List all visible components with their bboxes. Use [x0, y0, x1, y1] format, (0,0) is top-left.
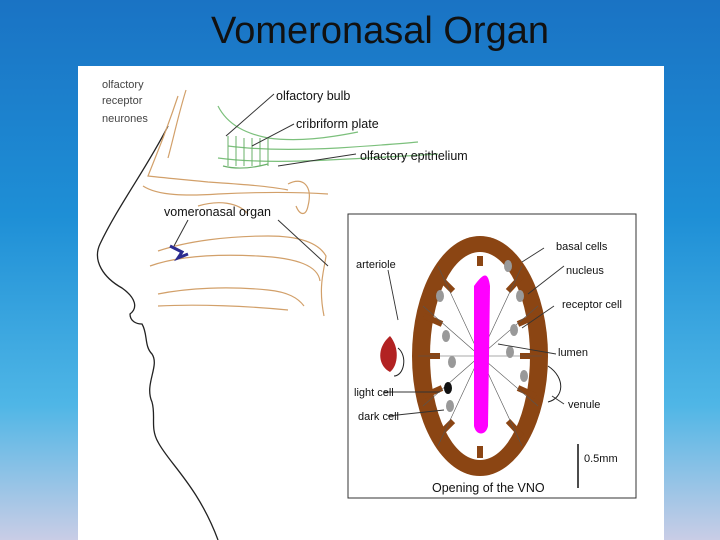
vno-lumen — [474, 275, 490, 434]
vno-inset: arteriole basal cells nucleus receptor c… — [347, 213, 637, 499]
label-arteriole: arteriole — [356, 259, 396, 271]
label-receptor-line3: neurones — [102, 113, 148, 125]
label-receptor-line2: receptor — [102, 95, 143, 107]
vno-pointer-lines — [384, 247, 565, 417]
label-venule: venule — [568, 399, 600, 411]
label-olfactory-epithelium: olfactory epithelium — [360, 149, 468, 163]
label-receptor-line1: olfactory — [102, 79, 144, 91]
venule-shape — [547, 365, 562, 403]
label-vomeronasal-organ: vomeronasal organ — [164, 205, 271, 219]
vno-caption: Opening of the VNO — [432, 481, 545, 495]
diagram-panel: olfactory receptor neurones olfactory bu… — [78, 66, 664, 540]
label-nucleus: nucleus — [566, 265, 604, 277]
slide-title: Vomeronasal Organ — [211, 10, 549, 52]
label-lumen: lumen — [558, 347, 588, 359]
label-cribriform-plate: cribriform plate — [296, 117, 379, 131]
diagram-canvas: olfactory receptor neurones olfactory bu… — [96, 79, 637, 540]
label-receptor-cell: receptor cell — [562, 299, 622, 311]
label-scale: 0.5mm — [584, 453, 618, 465]
label-light-cell: light cell — [354, 387, 394, 399]
head-pointer-lines — [173, 93, 357, 267]
arteriole-shape — [380, 336, 397, 372]
label-basal-cells: basal cells — [556, 241, 608, 253]
label-olfactory-bulb: olfactory bulb — [276, 89, 350, 103]
label-dark-cell: dark cell — [358, 411, 399, 423]
